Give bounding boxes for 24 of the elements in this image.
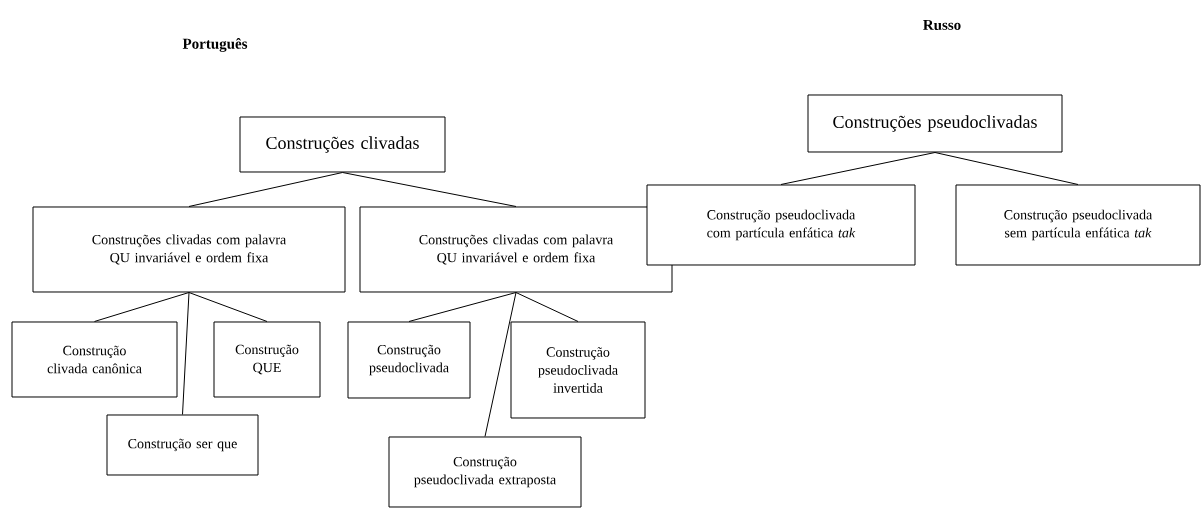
category-box: Construção pseudoclivada (347, 321, 471, 399)
category-box: Construção pseudoclivada com partícula enfática tak (646, 184, 916, 266)
connector-line (934, 152, 1079, 185)
connector-line (515, 292, 579, 322)
section-heading: Russo (923, 20, 961, 30)
connector-line (94, 292, 190, 322)
connector-line (408, 292, 517, 322)
connector-line (188, 172, 343, 207)
connector-line (484, 292, 517, 437)
category-box: Construções clivadas com palavra QU invariável e ordem fixa (32, 206, 346, 293)
category-box: Construção QUE (213, 321, 321, 398)
category-box: Construção clivada canônica (11, 321, 178, 398)
connector-line (780, 152, 936, 185)
category-box: Construção pseudoclivada invertida (510, 321, 646, 419)
category-box: Construção pseudoclivada sem partícula enfática tak (955, 184, 1201, 266)
connector-line (182, 292, 190, 415)
section-heading: Português (182, 38, 248, 52)
category-box: Construção pseudoclivada extraposta (388, 436, 582, 508)
category-box: Construções pseudoclivadas (807, 94, 1063, 153)
category-box: Construções clivadas (239, 116, 446, 173)
connector-line (188, 292, 268, 322)
connector-line (342, 172, 517, 207)
category-box: Construção ser que (106, 414, 259, 476)
category-box: Construções clivadas com palavra QU invariável e ordem fixa (359, 206, 673, 293)
